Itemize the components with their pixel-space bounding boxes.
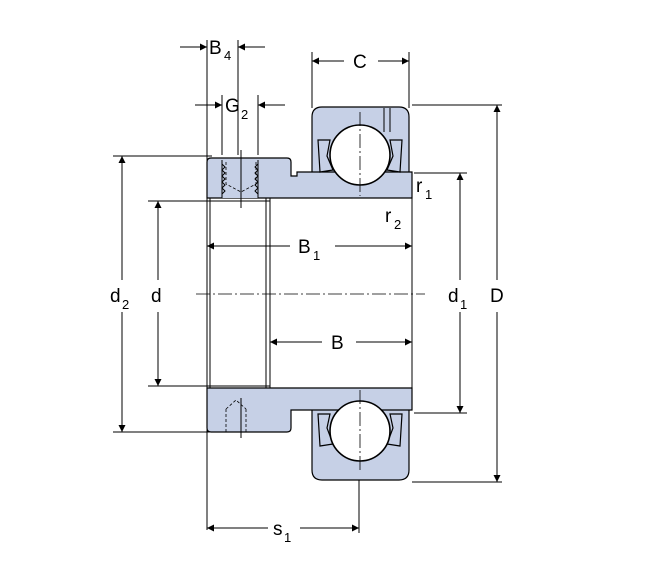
label-d2-sub: 2 <box>122 297 129 312</box>
label-r2-sub: 2 <box>394 217 401 232</box>
label-B4-main: B <box>209 38 222 59</box>
label-d: d <box>151 286 162 307</box>
label-r1-sub: 1 <box>425 187 432 202</box>
label-r2: r 2 <box>385 206 401 232</box>
inner-ring-lower <box>206 387 413 433</box>
label-D: D <box>490 286 504 307</box>
seal-right-upper <box>386 139 403 173</box>
bearing-upper-half <box>206 106 413 208</box>
label-G2: G 2 <box>225 96 248 122</box>
label-r1-main: r <box>416 176 423 197</box>
label-r2-main: r <box>385 206 392 227</box>
label-G2-sub: 2 <box>241 107 248 122</box>
dimension-lines <box>118 43 501 532</box>
label-B4: B 4 <box>209 38 231 63</box>
label-B1: B 1 <box>298 237 320 263</box>
bore-lines <box>209 198 413 388</box>
bearing-lower-half <box>206 387 413 481</box>
label-d1-sub: 1 <box>460 297 467 312</box>
label-B1-main: B <box>298 237 311 258</box>
label-C: C <box>353 52 367 73</box>
label-s1: s 1 <box>273 519 291 545</box>
seal-left-upper <box>317 139 334 173</box>
label-B: B <box>331 333 344 354</box>
label-d1-main: d <box>448 286 459 307</box>
label-d2-main: d <box>110 286 121 307</box>
label-r1: r 1 <box>416 176 432 202</box>
label-s1-sub: 1 <box>284 530 291 545</box>
label-s1-main: s <box>273 519 283 540</box>
label-B1-sub: 1 <box>313 248 320 263</box>
label-G2-main: G <box>225 96 240 117</box>
label-B4-sub: 4 <box>224 48 231 63</box>
extension-lines <box>113 40 502 533</box>
center-lines <box>196 112 425 472</box>
label-d1: d 1 <box>448 286 467 312</box>
label-d2: d 2 <box>110 286 129 312</box>
